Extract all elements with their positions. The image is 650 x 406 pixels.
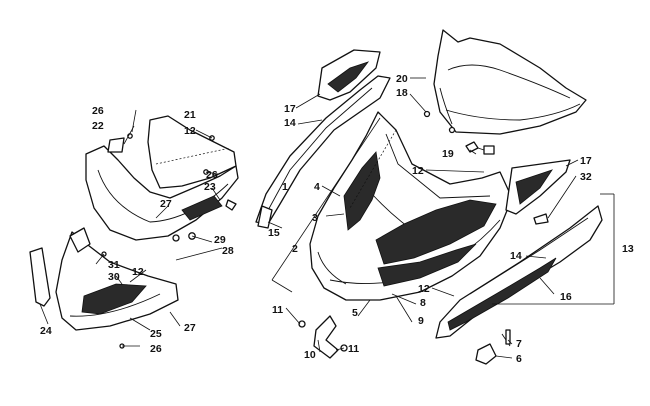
label-13: 13 [622,243,634,255]
label-22: 22 [92,120,104,132]
label-12: 12 [412,165,424,177]
label-26: 26 [206,169,218,181]
label-27: 27 [184,322,196,334]
label-26: 26 [150,343,162,355]
label-19: 19 [442,148,454,160]
label-15: 15 [268,227,280,239]
label-27: 27 [160,198,172,210]
leader-lines [39,77,579,359]
label-1: 1 [282,181,288,193]
fastener-clip [475,329,511,365]
label-12: 12 [132,266,144,278]
label-8: 8 [420,297,426,309]
label-16: 16 [560,291,572,303]
label-4: 4 [314,181,320,193]
label-28: 28 [222,245,234,257]
bumper-screws [101,133,237,349]
label-12: 12 [184,125,196,137]
hood-bracket-lines [271,117,381,293]
lower-bumper [29,227,179,331]
windshield-hardware [423,110,495,155]
label-31: 31 [108,259,120,271]
label-23: 23 [204,181,216,193]
label-17: 17 [580,155,592,167]
label-25: 25 [150,328,162,340]
label-11: 11 [348,343,359,355]
label-30: 30 [108,271,120,283]
upper-nose-cowl [85,115,239,241]
label-32: 32 [580,171,592,183]
label-6: 6 [516,353,522,365]
windshield [433,29,587,135]
right-side-panel [435,159,615,339]
label-18: 18 [396,87,408,99]
mounting-bracket [298,315,348,359]
label-14: 14 [284,117,296,129]
label-29: 29 [214,234,226,246]
part-number-labels: 26 22 21 12 26 23 27 29 28 31 30 12 24 2… [40,73,634,365]
label-20: 20 [396,73,408,85]
label-12: 12 [418,283,430,295]
label-3: 3 [312,212,318,224]
label-5: 5 [352,307,358,319]
label-2: 2 [292,243,298,255]
hood-panel [309,111,513,301]
label-10: 10 [304,349,316,361]
label-11: 11 [272,304,283,316]
label-24: 24 [40,325,52,337]
label-21: 21 [184,109,196,121]
label-14: 14 [510,250,522,262]
label-26: 26 [92,105,104,117]
label-7: 7 [516,338,522,350]
label-9: 9 [418,315,424,327]
label-17: 17 [284,103,296,115]
